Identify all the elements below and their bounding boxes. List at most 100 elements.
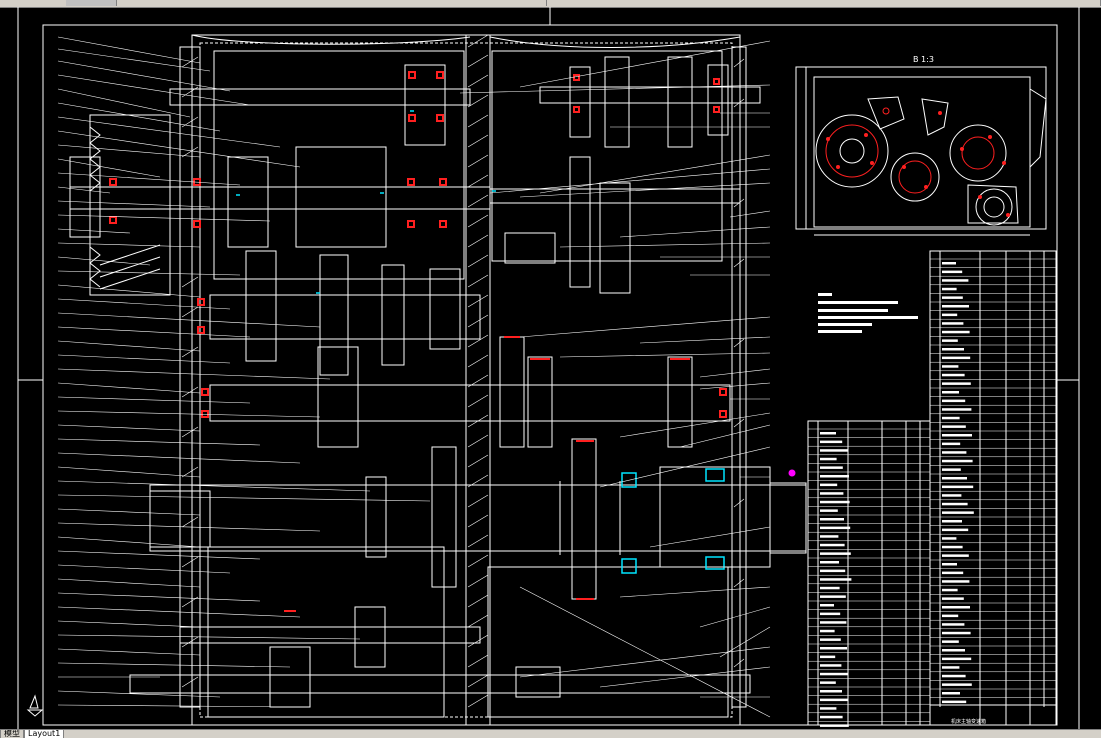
table-cell-text	[820, 500, 850, 504]
table-cell-text	[942, 614, 959, 618]
table-cell-text	[942, 391, 959, 394]
table-cell-text	[942, 339, 958, 342]
tab-model[interactable]: 模型	[0, 730, 24, 738]
table-cell-text	[942, 477, 967, 480]
table-cell-text	[942, 580, 970, 583]
table-cell-text	[820, 629, 835, 633]
tab-layout1[interactable]: Layout1	[24, 730, 65, 738]
table-cell-text	[820, 440, 843, 444]
table-cell-text	[942, 262, 956, 265]
table-cell-text	[942, 434, 972, 437]
table-cell-text	[820, 612, 841, 616]
ucs-icon	[26, 694, 44, 717]
table-cell-text	[820, 664, 842, 667]
table-cell-text	[820, 681, 836, 684]
section-hatching	[181, 34, 745, 708]
parts-list-table	[807, 250, 1057, 727]
table-cell-text	[942, 408, 972, 411]
table-cell-text	[820, 690, 842, 693]
table-cell-text	[820, 449, 849, 452]
table-cell-text	[820, 475, 849, 478]
table-cell-text	[942, 571, 964, 575]
table-cell-text	[820, 526, 851, 530]
table-cell-text	[820, 638, 841, 641]
table-cell-text	[820, 715, 843, 719]
table-cell-text	[942, 606, 970, 609]
table-cell-text	[942, 365, 959, 368]
table-cell-text	[942, 270, 963, 274]
table-cell-text	[820, 578, 852, 581]
toolbar-stub[interactable]	[116, 0, 547, 6]
table-cell-text	[942, 348, 964, 351]
table-cell-text	[942, 330, 970, 334]
table-cell-text	[820, 483, 838, 487]
table-cell-text	[942, 640, 959, 643]
table-cell-text	[820, 698, 849, 702]
table-cell-text	[942, 296, 963, 299]
table-cell-text	[942, 399, 966, 403]
gears	[227, 56, 729, 708]
title-block-name: 机床主轴变速箱	[951, 718, 986, 725]
table-cell-text	[820, 672, 848, 676]
toolbar-stub[interactable]	[66, 0, 117, 6]
toolbar-stub[interactable]	[0, 0, 67, 6]
table-cell-text	[820, 492, 844, 495]
table-cell-text	[820, 707, 837, 710]
table-cell-text	[820, 595, 846, 598]
table-cell-text	[942, 468, 961, 471]
drawing-frame	[42, 24, 1058, 726]
table-cell-text	[942, 657, 972, 661]
table-cell-text	[942, 485, 974, 489]
table-cell-text	[942, 313, 958, 317]
detail-view-label: B 1:3	[913, 55, 934, 64]
table-cell-text	[942, 700, 967, 704]
table-cell-text	[820, 561, 839, 564]
table-cell-text	[942, 588, 958, 592]
table-cell-text	[942, 416, 960, 420]
table-cell-text	[942, 649, 965, 652]
table-cell-text	[942, 666, 960, 669]
table-cell-text	[942, 520, 962, 523]
bearing-accents	[109, 71, 796, 612]
drawing-canvas[interactable]: B 1:3 机床主轴变速箱	[0, 7, 1101, 729]
table-cell-text	[942, 494, 962, 497]
table-cell-text	[942, 554, 969, 557]
table-cell-text	[942, 545, 963, 549]
table-cell-text	[820, 543, 845, 547]
table-cell-text	[942, 451, 967, 454]
table-cell-text	[942, 563, 957, 566]
table-cell-text	[820, 509, 838, 512]
table-cell-text	[942, 322, 964, 325]
table-cell-text	[820, 518, 844, 521]
table-cell-text	[820, 655, 836, 659]
technical-notes	[818, 293, 918, 333]
table-cell-text	[942, 623, 965, 626]
table-cell-text	[820, 466, 843, 469]
spindle	[149, 466, 807, 568]
table-cell-text	[820, 621, 847, 624]
toolbar-stub[interactable]	[546, 0, 1101, 6]
table-cell-text	[942, 674, 966, 678]
table-cell-text	[820, 647, 847, 650]
table-cell-text	[942, 442, 961, 446]
leader-lines-right	[459, 40, 771, 718]
table-cell-text	[942, 287, 957, 291]
table-cell-text	[942, 459, 973, 463]
leader-lines-left	[57, 36, 431, 708]
table-cell-text	[942, 356, 971, 360]
table-cell-text	[820, 432, 836, 435]
table-cell-text	[820, 535, 839, 538]
table-cell-text	[820, 586, 840, 590]
detail-view	[795, 66, 1047, 236]
table-cell-text	[942, 597, 964, 600]
table-cell-text	[942, 692, 960, 695]
table-cell-text	[820, 569, 846, 573]
gearbox-housing	[179, 34, 747, 726]
table-cell-text	[942, 528, 969, 532]
table-cell-text	[942, 631, 971, 635]
table-cell-text	[820, 552, 851, 555]
table-cell-text	[820, 604, 834, 607]
table-cell-text	[942, 382, 971, 385]
table-cell-text	[942, 305, 969, 308]
table-cell-text	[942, 502, 968, 506]
